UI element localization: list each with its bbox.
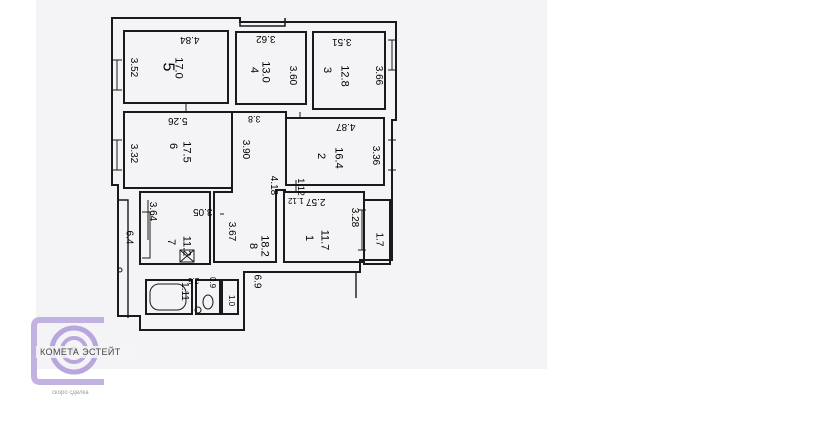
door-dim: 1.12 bbox=[295, 178, 306, 196]
watermark-tagline: скоро сделка bbox=[52, 390, 89, 396]
door-dim-b: 1.12 bbox=[288, 196, 304, 205]
room-7-dim-a: 3.64 bbox=[147, 201, 159, 222]
loggia-dim: 1.7 bbox=[373, 232, 385, 247]
room-8-number: 8 bbox=[247, 242, 260, 250]
hall-dim: 6.9 bbox=[251, 274, 263, 289]
room-7-number: 7 bbox=[165, 238, 178, 246]
room-1-number: 1 bbox=[303, 234, 316, 242]
wc-dim-a: 2.6 bbox=[188, 276, 200, 285]
corridor-top-dim: 3.8 bbox=[248, 114, 261, 124]
room-4-area: 13.0 bbox=[259, 61, 272, 83]
room-4-dim-b: 3.60 bbox=[287, 65, 299, 86]
room-2-dim-a: 4.87 bbox=[336, 121, 356, 132]
room-4-dim-a: 3.62 bbox=[256, 33, 276, 44]
room-2-area: 16.4 bbox=[332, 147, 345, 169]
wc-dim-c: 0.9 bbox=[208, 276, 218, 289]
room-7-area: 11.2 bbox=[180, 235, 193, 257]
room-8-dim-b: 4.18 bbox=[268, 175, 280, 196]
side-dim: 6.4 bbox=[123, 230, 135, 245]
room-2-number: 2 bbox=[315, 152, 328, 160]
room-2-dim-b: 3.36 bbox=[370, 145, 382, 166]
room-1-area: 11.7 bbox=[318, 229, 331, 251]
room-5-area: 17.0 bbox=[172, 57, 185, 79]
room-4-number: 4 bbox=[248, 66, 261, 74]
plan-walls bbox=[111, 17, 397, 331]
room-3-number: 3 bbox=[321, 66, 334, 74]
wc-dim-b: 1.0 bbox=[227, 294, 237, 307]
corridor-dim: 3.90 bbox=[240, 139, 252, 160]
room-6-number: 6 bbox=[167, 142, 180, 150]
room-8-dim-a: 3.67 bbox=[226, 221, 238, 242]
room-6-dim-b: 3.32 bbox=[128, 143, 140, 164]
room-3-area: 12.8 bbox=[338, 65, 351, 87]
room-8-area: 18.2 bbox=[258, 235, 271, 257]
room-3-dim-a: 3.51 bbox=[332, 36, 352, 47]
room-3-dim-b: 3.66 bbox=[373, 65, 385, 86]
plan-details bbox=[112, 39, 396, 314]
watermark-brand: КОМЕТА ЭСТЕЙТ bbox=[36, 346, 134, 358]
room-1-dim-a: 2.57 bbox=[306, 196, 326, 207]
room-5-dim-b: 3.52 bbox=[128, 57, 140, 78]
room-6-dim-a: 5.26 bbox=[168, 115, 188, 126]
kometa-logo-icon bbox=[31, 317, 104, 385]
room-7-dim-b: 3.05 bbox=[193, 206, 213, 217]
room-1-dim-b: 3.28 bbox=[349, 207, 361, 228]
room-5-dim-a: 4.84 bbox=[180, 34, 200, 45]
room-6-area: 17.5 bbox=[180, 141, 193, 163]
